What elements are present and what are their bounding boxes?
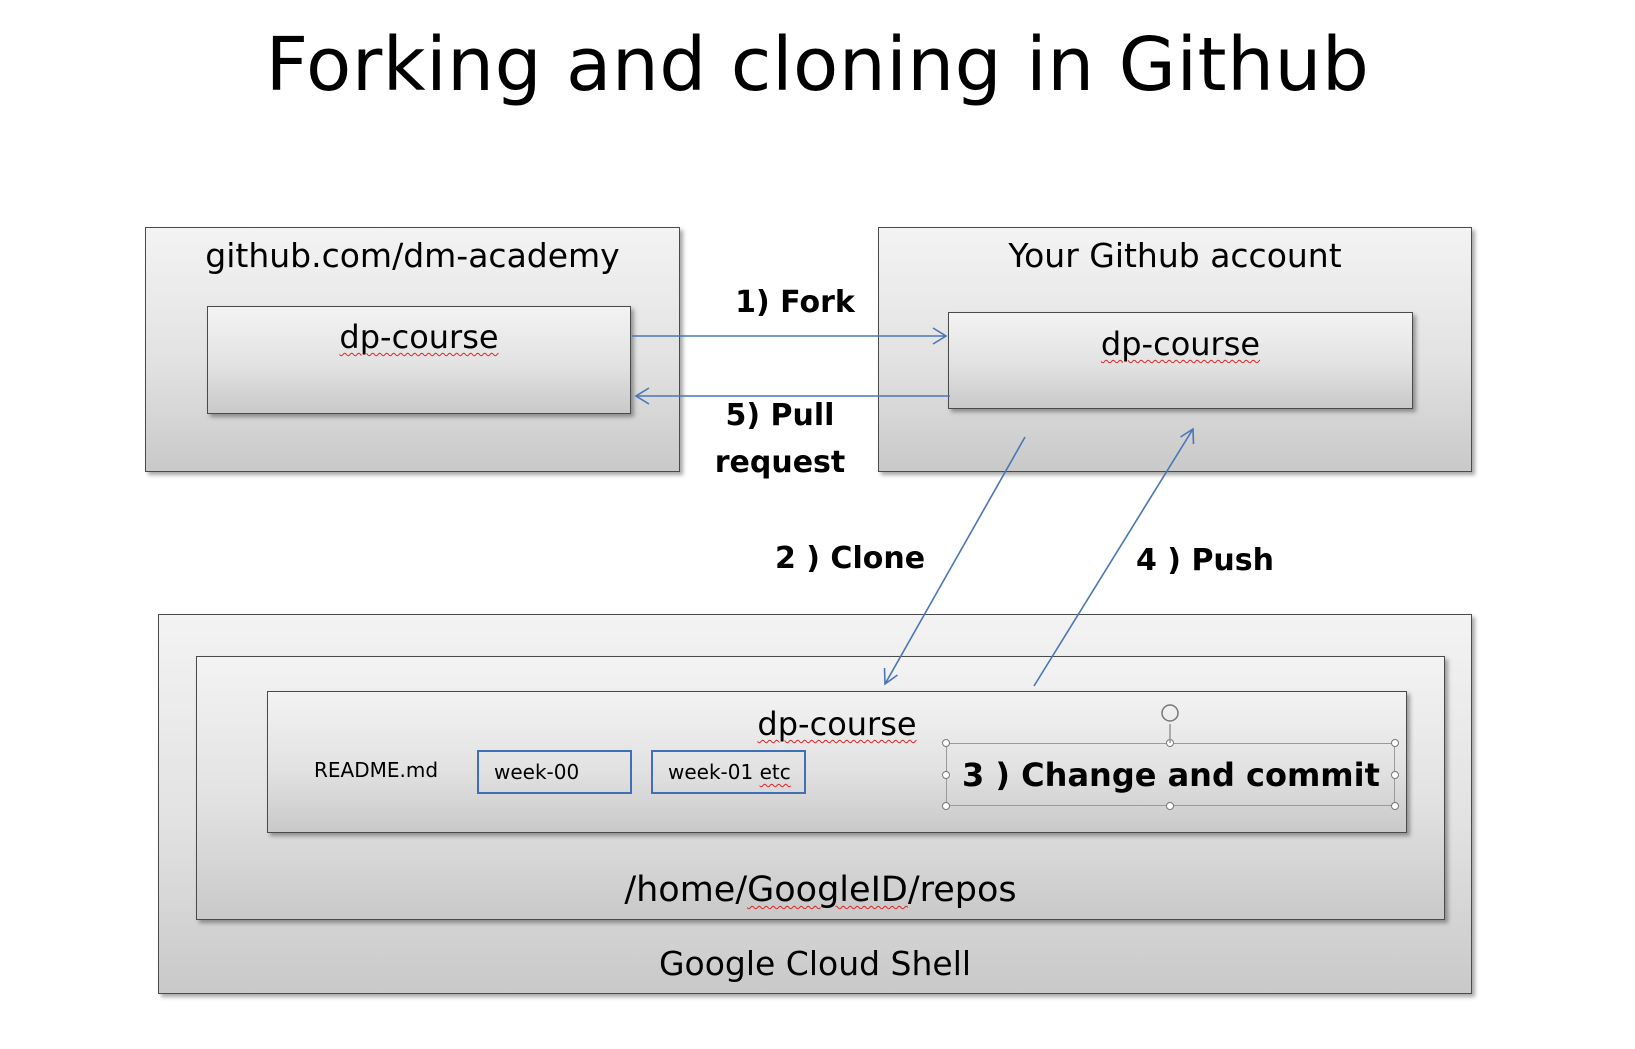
- pull-request-arrowhead: [634, 387, 650, 405]
- account-repo-box: [948, 312, 1413, 409]
- resize-handle[interactable]: [942, 771, 950, 779]
- resize-handle[interactable]: [942, 802, 950, 810]
- step-push-label: 4 ) Push: [1135, 543, 1275, 578]
- cloud-shell-label: Google Cloud Shell: [658, 944, 972, 983]
- step-pull-label-line2: request: [714, 445, 846, 480]
- step-fork-label: 1) Fork: [735, 285, 855, 320]
- account-label: Your Github account: [1008, 236, 1342, 275]
- account-repo-label: dp-course: [1100, 325, 1261, 363]
- rotate-handle-icon: [1161, 704, 1179, 722]
- resize-handle[interactable]: [942, 739, 950, 747]
- resize-handle[interactable]: [1391, 771, 1399, 779]
- upstream-org-label: github.com/dm-academy: [205, 236, 620, 275]
- page-title: Forking and cloning in Github: [265, 22, 1370, 108]
- upstream-repo-label: dp-course: [339, 318, 499, 356]
- push-arrowhead: [1180, 427, 1195, 445]
- fork-arrowhead: [932, 327, 948, 345]
- push-arrow: [1033, 428, 1194, 687]
- local-repo-box: [267, 691, 1407, 833]
- resize-handle[interactable]: [1166, 802, 1174, 810]
- step-commit-label: 3 ) Change and commit: [962, 756, 1380, 794]
- clone-arrow: [884, 436, 1026, 685]
- resize-handle[interactable]: [1391, 739, 1399, 747]
- repos-dir-label: /home/GoogleID/repos: [624, 870, 1017, 910]
- clone-arrowhead: [883, 667, 898, 686]
- resize-handle[interactable]: [1391, 802, 1399, 810]
- readme-file: README.md: [314, 758, 439, 782]
- local-repo-label: dp-course: [757, 705, 917, 743]
- week-00-folder: week-00: [477, 750, 632, 794]
- week-01-folder: week-01 etc: [651, 750, 806, 794]
- step-clone-label: 2 ) Clone: [774, 541, 926, 576]
- step-pull-label-line1: 5) Pull: [725, 398, 835, 433]
- upstream-repo-box: [207, 306, 631, 414]
